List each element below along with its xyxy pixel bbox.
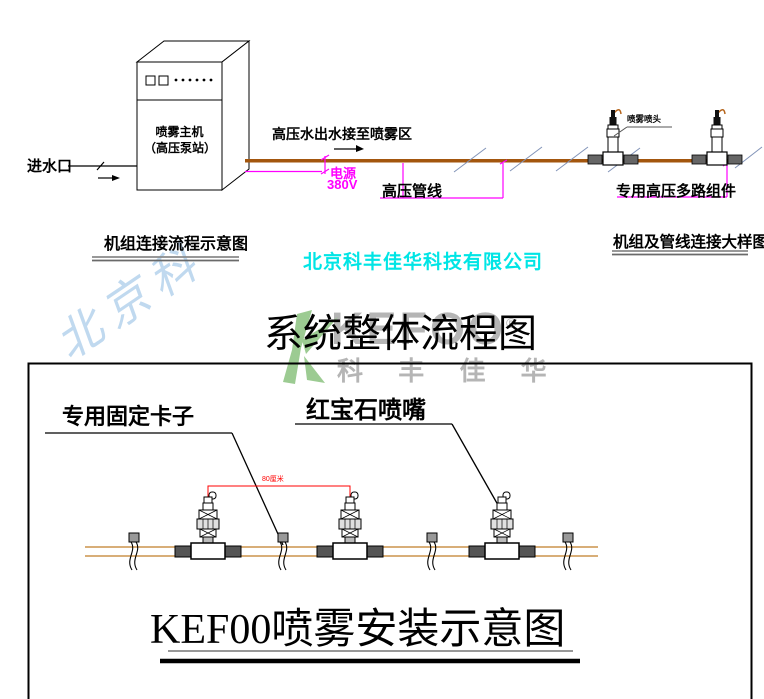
company-name: 北京科丰佳华科技有限公司 bbox=[303, 252, 544, 273]
flow-caption: 机组连接流程示意图 bbox=[104, 236, 249, 253]
outlet-label: 高压水出水接至喷雾区 bbox=[272, 126, 412, 142]
cabinet-name: 喷雾主机 bbox=[155, 125, 204, 139]
ruby-nozzle-assembly-3 bbox=[468, 491, 536, 560]
cabinet-sub: （高压泵站） bbox=[143, 141, 216, 155]
kefoo-brand: KEFOO bbox=[331, 303, 507, 354]
hp-pipe bbox=[245, 159, 735, 163]
clamp-label: 专用固定卡子 bbox=[62, 404, 195, 429]
nozzle-assembly-small-2 bbox=[691, 109, 743, 166]
ruby-label-leader bbox=[295, 423, 499, 506]
ruby-nozzle-assembly-2 bbox=[316, 491, 384, 560]
install-title-underline bbox=[160, 650, 580, 664]
inlet-line bbox=[68, 161, 137, 181]
outlet-arrow bbox=[334, 145, 364, 152]
kefoo-logo-text: KEFOO® bbox=[331, 303, 519, 355]
main-title: 系统整体流程图 bbox=[264, 313, 538, 356]
spray-nozzle-label: 喷雾喷头 bbox=[627, 114, 662, 124]
pipe-label-leader bbox=[380, 159, 508, 199]
kefoo-logo-cn: 科 丰 佳 华 bbox=[337, 356, 561, 386]
manifold-label: 专用高压多路组件 bbox=[616, 183, 737, 200]
install-box bbox=[27, 362, 753, 699]
power-label-line2: 380V bbox=[327, 177, 358, 192]
detail-caption: 机组及管线连接大样图 bbox=[613, 234, 764, 251]
pipe-clamp-4 bbox=[562, 532, 574, 571]
ruby-nozzle-label: 红宝石喷嘴 bbox=[306, 397, 426, 424]
install-title: KEF00喷雾安装示意图 bbox=[150, 607, 566, 653]
inlet-label: 进水口 bbox=[27, 158, 73, 175]
pump-cabinet bbox=[135, 39, 251, 192]
dimension-bracket bbox=[207, 485, 351, 500]
power-label-line1: 电源 bbox=[330, 166, 357, 181]
nozzle-label-leader bbox=[613, 126, 672, 137]
pipe-clamp-2 bbox=[277, 532, 289, 571]
spacing-label: 80厘米 bbox=[262, 476, 284, 483]
registered-mark: ® bbox=[506, 315, 520, 331]
pipe-label: 高压管线 bbox=[382, 183, 443, 200]
power-line bbox=[245, 154, 330, 175]
pipe-clamp-3 bbox=[426, 532, 438, 571]
detail-caption-underline bbox=[612, 250, 748, 256]
ruby-nozzle-assembly-1 bbox=[174, 491, 242, 560]
flow-caption-underline bbox=[92, 256, 239, 262]
pipe-clamp-1 bbox=[128, 532, 140, 571]
clamp-label-leader bbox=[45, 432, 284, 546]
